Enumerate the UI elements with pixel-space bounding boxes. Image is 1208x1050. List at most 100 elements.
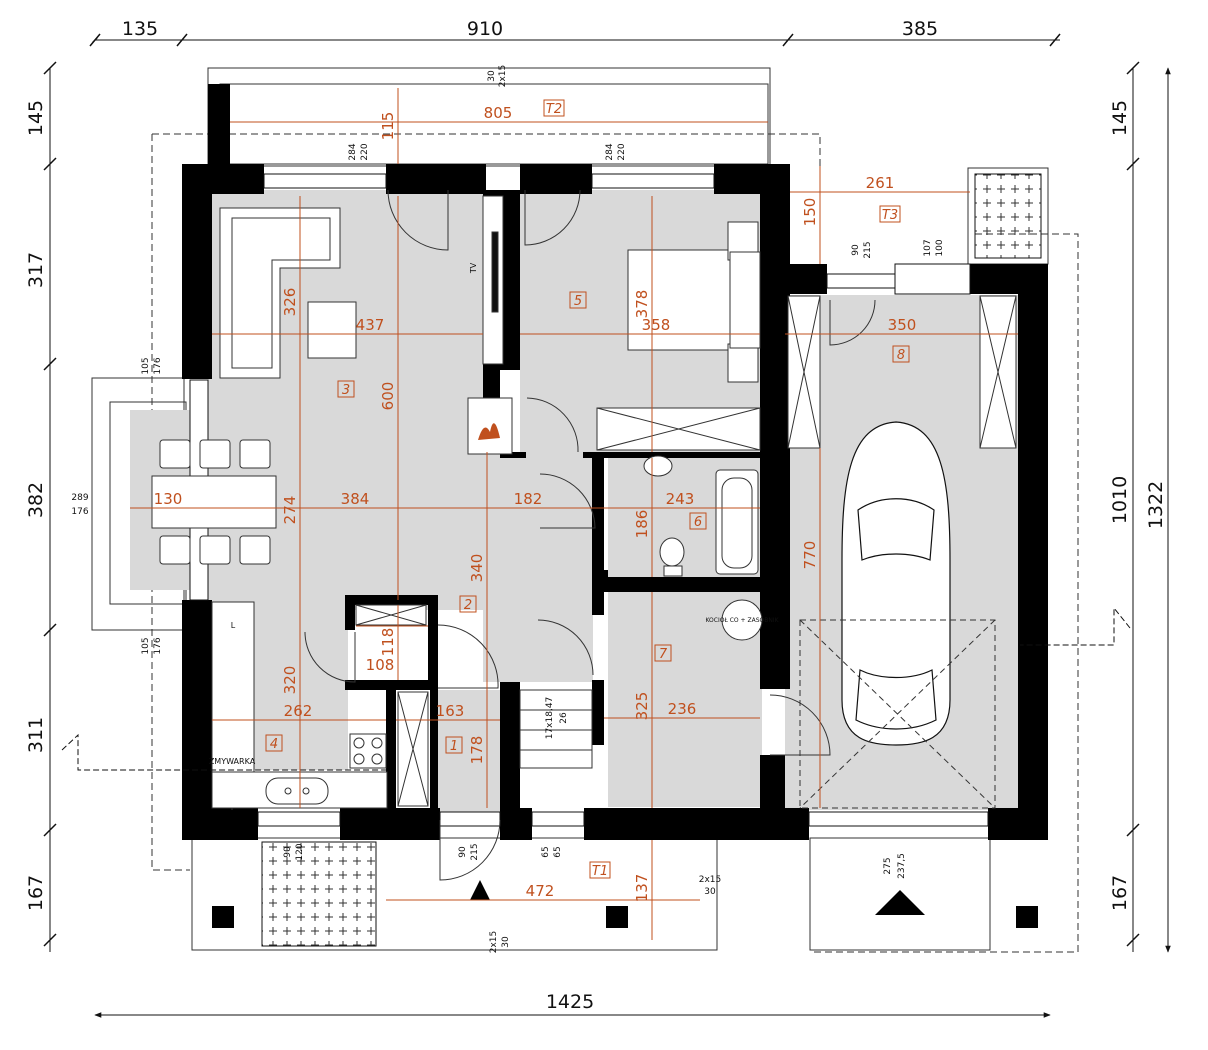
win-dim: 100 <box>935 239 945 256</box>
room-number-5: 5 <box>574 294 582 309</box>
dim-right-4: 167 <box>1109 875 1131 911</box>
coffee-table-icon <box>307 301 357 359</box>
room-numbers <box>265 99 910 879</box>
car-icon <box>841 421 951 746</box>
win-dim: 220 <box>617 143 627 160</box>
win-dim: 107 <box>923 239 933 256</box>
dim-living-width: 437 <box>356 316 385 334</box>
dim-t3-width: 261 <box>866 174 895 192</box>
boiler-label: KOCIOŁ CO + ZASOBNIK <box>705 617 779 624</box>
dim-right-3: 1322 <box>1145 481 1167 529</box>
dim-bedroom-width: 358 <box>642 316 671 334</box>
dim-boiler-height: 325 <box>633 692 651 721</box>
section-line <box>61 606 1131 771</box>
win-dim: 120 <box>295 843 305 860</box>
step-dim: 30 <box>501 936 511 948</box>
stairs-label: 17x18,47 <box>545 697 555 740</box>
garage-door-dim: 275 <box>883 857 893 874</box>
dim-right-2: 1010 <box>1109 476 1131 524</box>
win-dim: 284 <box>348 143 358 160</box>
room-number-4: 4 <box>270 737 278 752</box>
small-annotations: 284 220 284 220 90 215 107 100 105 176 2… <box>71 65 945 954</box>
win-dim: 289 <box>71 493 88 503</box>
dim-garage-height: 770 <box>801 541 819 570</box>
overall-dimension-ticks <box>43 33 1140 947</box>
dim-left-2: 317 <box>25 252 47 288</box>
dim-kitchen-height: 320 <box>281 666 299 695</box>
win-dim: 284 <box>605 143 615 160</box>
entry-grate-icon <box>261 841 377 947</box>
win-dim: 176 <box>71 507 88 517</box>
pillar-icon <box>606 906 628 928</box>
step-dim: 30 <box>704 887 716 897</box>
terrace-label-t3: T3 <box>882 208 898 223</box>
win-dim: 90 <box>458 846 468 858</box>
dim-garage-width: 350 <box>888 316 917 334</box>
furniture <box>151 195 1017 809</box>
win-dim: 90 <box>851 244 861 256</box>
dim-living-w2: 384 <box>341 490 370 508</box>
terrace-label-t1: T1 <box>592 864 608 879</box>
dim-bedroom-height: 378 <box>633 290 651 319</box>
pillar-icon <box>212 906 234 928</box>
room-dimension-text: 805 115 261 150 437 326 600 384 274 130 … <box>154 104 917 902</box>
boiler-icon <box>721 599 763 641</box>
dim-bottom: 1425 <box>546 991 594 1013</box>
dim-right-1: 145 <box>1109 100 1131 136</box>
pillar-icon <box>1016 906 1038 928</box>
win-dim: 220 <box>360 143 370 160</box>
room-number-3: 3 <box>342 383 350 398</box>
garage-entrance-arrow-icon <box>875 890 925 915</box>
dim-bath-height: 186 <box>633 510 651 539</box>
stairs-icon <box>519 689 593 769</box>
dishwasher-label: ZMYWARKA <box>209 757 256 766</box>
room-number-8: 8 <box>897 348 905 363</box>
win-dim: 65 <box>553 846 563 857</box>
kitchen-counter-icon <box>211 601 255 773</box>
step-dim: 30 <box>487 70 497 82</box>
dim-entry-height: 178 <box>468 736 486 765</box>
terrace-grate-icon <box>974 173 1042 259</box>
dim-left-4: 311 <box>25 717 47 753</box>
dim-t3-depth: 150 <box>801 198 819 227</box>
dim-living-h2: 600 <box>379 382 397 411</box>
dim-bath-width: 243 <box>666 490 695 508</box>
step-dim: 2x15 <box>699 875 722 885</box>
dining-table-icon <box>151 475 277 529</box>
dim-left-3: 382 <box>25 482 47 518</box>
tv-label: TV <box>469 262 478 274</box>
win-dim: 90 <box>283 846 293 858</box>
bed-icon <box>627 249 737 351</box>
toilet-icon <box>659 537 685 567</box>
dim-living-h3: 274 <box>281 496 299 525</box>
dim-t2-width: 805 <box>484 104 513 122</box>
sink-icon <box>643 455 673 477</box>
room-number-7: 7 <box>659 647 668 662</box>
win-dim: 215 <box>470 843 480 860</box>
win-dim: 65 <box>541 846 551 857</box>
dim-hall-height: 340 <box>468 554 486 583</box>
room-number-1: 1 <box>450 739 458 754</box>
win-dim: 105 <box>141 637 151 654</box>
dim-top-left: 135 <box>122 18 158 40</box>
overall-dimension-lines <box>49 40 1171 1018</box>
entrance-arrow-icon <box>470 880 490 900</box>
kitchen-sink-icon <box>265 777 329 805</box>
win-dim: 176 <box>153 357 163 374</box>
garage-door-dim: 237,5 <box>897 853 907 879</box>
fridge-label: L <box>231 621 236 630</box>
dim-living-h1: 326 <box>281 288 299 317</box>
terrace-label-t2: T2 <box>546 102 562 117</box>
step-dim: 2x15 <box>489 931 499 954</box>
stairs-label: 26 <box>559 712 569 724</box>
dim-t1-width: 472 <box>526 882 555 900</box>
garage-door <box>799 619 996 809</box>
room-number-2: 2 <box>464 598 472 613</box>
dim-top-mid: 910 <box>467 18 503 40</box>
dim-boiler-width: 236 <box>668 700 697 718</box>
fireplace-icon <box>467 397 513 455</box>
dim-left-5: 167 <box>25 875 47 911</box>
doors <box>231 189 876 881</box>
dim-entry-width: 163 <box>436 702 465 720</box>
